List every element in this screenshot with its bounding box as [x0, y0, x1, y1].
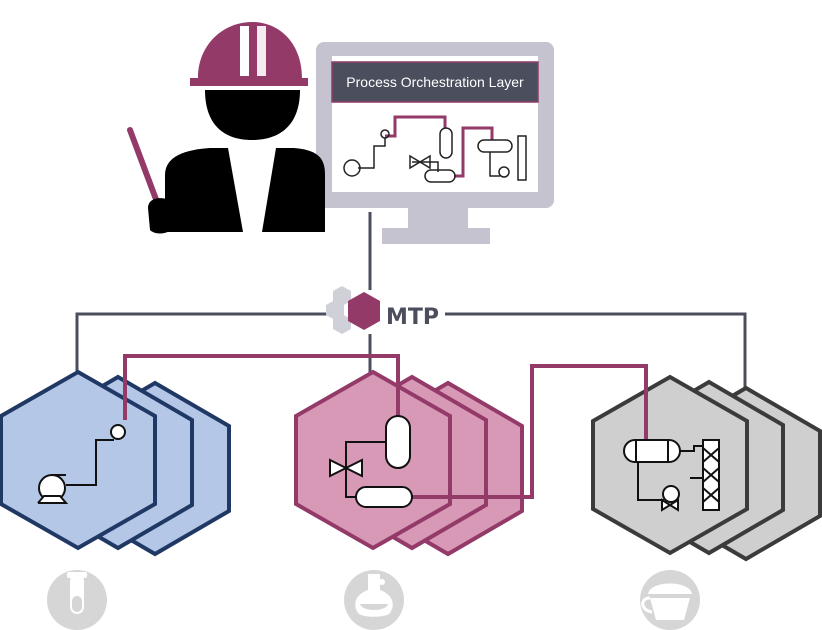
test-tube-icon [47, 570, 107, 630]
mtp-hex-small [326, 300, 344, 320]
column-packing [702, 447, 720, 503]
mtp-logo: MTP [326, 286, 439, 334]
separation-pipe-2 [680, 445, 704, 452]
helmet-stripe [240, 26, 249, 76]
operator-body [262, 148, 325, 232]
monitor-stand [408, 206, 468, 232]
mtp-hex-small [333, 286, 351, 306]
pumping-to-reaction-line [123, 354, 400, 420]
pump-pipe [66, 439, 114, 486]
monitor-base [382, 228, 490, 244]
mtp-label: MTP [386, 305, 439, 330]
operator-hand [148, 198, 180, 234]
monitor: Process Orchestration Layer [316, 42, 554, 244]
process-lines [123, 354, 648, 499]
reaction-pipe-2 [345, 470, 358, 498]
helmet-stripe [257, 26, 266, 76]
module-pumping[interactable] [0, 369, 231, 557]
reaction-symbols [329, 415, 413, 508]
mini-pipe-3 [489, 152, 500, 177]
mtp-to-separation-line [445, 312, 747, 388]
title-bar [331, 61, 539, 103]
mini-pump-icon [343, 159, 361, 177]
mini-pipe-1 [358, 138, 386, 169]
gauge-icon [110, 424, 126, 440]
mini-column-icon [517, 135, 527, 181]
vessel-icon [385, 415, 411, 469]
flask-icon [344, 570, 404, 630]
mini-process-flow [343, 115, 527, 183]
mini-process-line-1 [385, 115, 447, 138]
mtp-to-pumping-line [75, 312, 328, 382]
mini-pump-2-icon [498, 166, 510, 178]
separation-symbols [623, 439, 720, 512]
mini-gauge-icon [380, 129, 390, 139]
communication-lines [75, 212, 747, 388]
pumping-symbols [37, 424, 126, 504]
pump-icon [662, 485, 680, 503]
operator-body [165, 148, 243, 232]
footer-icons [47, 570, 700, 630]
pointer-stick-icon [127, 127, 163, 213]
mtp-hex-small [333, 314, 351, 334]
reaction-to-separation-line [412, 364, 648, 499]
mini-vessel-icon [439, 127, 453, 159]
mini-process-line-2 [454, 126, 494, 178]
valve-icon [661, 498, 679, 512]
mini-heat-exchanger-icon [477, 139, 513, 153]
mini-valve-icon [409, 154, 431, 170]
monitor-title: Process Orchestration Layer [346, 74, 524, 90]
operator-head [205, 90, 300, 140]
separation-pipe-1 [637, 462, 664, 501]
operator-with-helmet-icon [127, 22, 325, 234]
heat-exchanger-icon [623, 439, 681, 463]
kettle-icon [640, 570, 700, 630]
drum-icon [355, 486, 413, 508]
mini-drum-icon [424, 169, 456, 183]
pump-base [37, 495, 69, 504]
module-hex-front [294, 369, 452, 551]
mtp-hex-main [348, 292, 380, 330]
